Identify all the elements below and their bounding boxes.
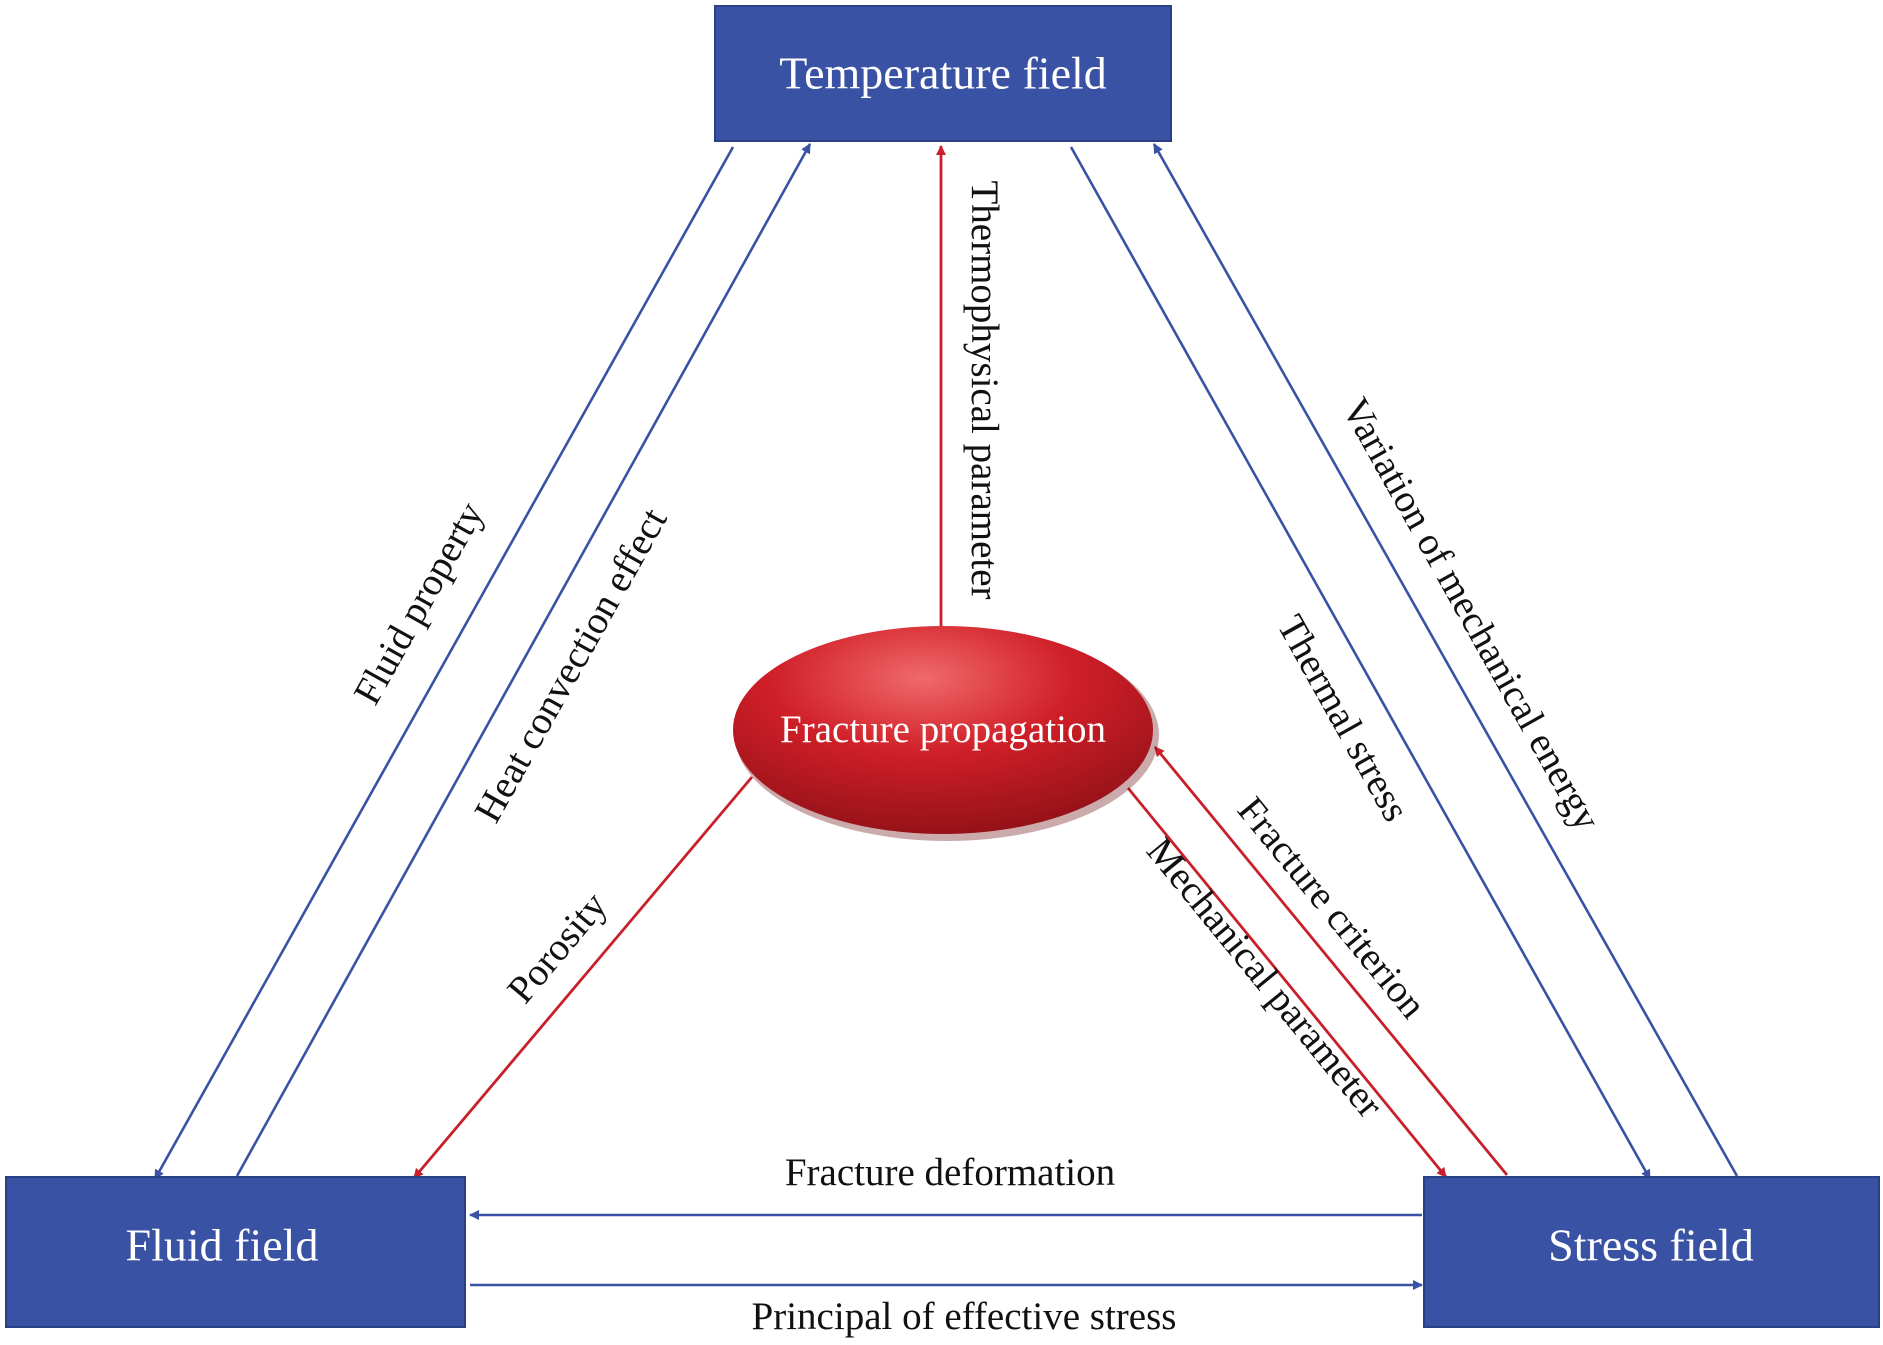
arrow-temperature-to-stress <box>1069 146 1652 1180</box>
arrow-fluid-to-temperature <box>235 143 812 1177</box>
thermal-stress-label: Thermal stress <box>1269 608 1418 828</box>
heat-convection-effect-label: Heat convection effect <box>466 501 675 830</box>
stress-field-label: Stress field <box>1548 1220 1754 1271</box>
mechanical-parameter-label: Mechanical parameter <box>1138 830 1391 1126</box>
fracture-propagation-label: Fracture propagation <box>780 708 1106 751</box>
stress-field-box <box>1423 1176 1880 1328</box>
fracture-ellipse <box>733 626 1153 834</box>
arrow-fracture-to-fluid <box>412 776 754 1179</box>
fluid-property-label: Fluid property <box>345 494 492 711</box>
fracture-propagation-node: Fracture propagation <box>733 626 1159 841</box>
arrow-stress-to-fracture <box>1153 746 1509 1176</box>
fluid-field-label: Fluid field <box>126 1220 319 1271</box>
fluid-field-node: Fluid field <box>5 1176 466 1328</box>
arrow-fracture-to-stress <box>1126 787 1448 1178</box>
principal-of-effective-stress-label: Principal of effective stress <box>752 1295 1177 1338</box>
arrow-temperature-to-fluid <box>153 146 735 1180</box>
arrow-stress-to-temperature <box>1152 143 1739 1177</box>
fracture-deformation-label: Fracture deformation <box>785 1151 1115 1194</box>
fluid-field-box <box>5 1176 466 1328</box>
stress-field-node: Stress field <box>1423 1176 1880 1328</box>
porosity-label: Porosity <box>499 884 616 1012</box>
temperature-field-box <box>714 5 1172 142</box>
temperature-field-label: Temperature field <box>779 48 1107 99</box>
thermophysical-parameter-label: Thermophysical parameter <box>963 180 1006 599</box>
temperature-field-node: Temperature field <box>714 5 1172 142</box>
